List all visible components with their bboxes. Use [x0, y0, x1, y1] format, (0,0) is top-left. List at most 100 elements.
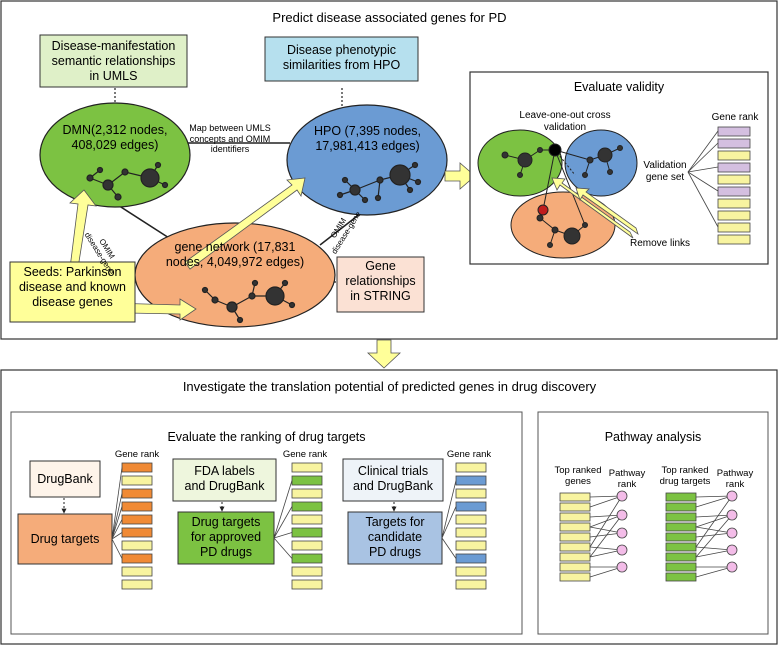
- ranked-bar: [559, 502, 591, 512]
- top-title: Predict disease associated genes for PD: [272, 10, 507, 25]
- pathway-node: [726, 527, 738, 539]
- pathway-link: [695, 546, 733, 551]
- gene-rank-bars-col-1: [111, 462, 153, 590]
- pathway-right-diagram: [665, 490, 738, 582]
- umls-box: [39, 34, 188, 88]
- pathway-link: [695, 495, 733, 548]
- gene-rank-bar: [121, 579, 153, 590]
- evaluate-mini-diagram: [477, 126, 751, 259]
- drug-targets-panel-title: Evaluate the ranking of drug targets: [167, 430, 366, 444]
- gene-rank-bar: [455, 579, 487, 590]
- gene-rank-label-2: Gene rank: [282, 449, 328, 460]
- pathway-link: [695, 566, 733, 578]
- ranked-bar: [665, 562, 697, 572]
- ranked-bar: [559, 562, 591, 572]
- ranked-bar: [559, 492, 591, 502]
- ranked-bar: [665, 532, 697, 542]
- gene-rank-bar: [291, 501, 323, 512]
- pathway-link: [695, 514, 733, 558]
- gene-rank-label-3: Gene rank: [446, 449, 492, 460]
- pathway-link: [695, 526, 733, 534]
- ranked-bar: [665, 572, 697, 582]
- gene-rank-bar: [455, 540, 487, 551]
- ranked-bar: [665, 502, 697, 512]
- gene-rank-bar: [455, 527, 487, 538]
- string-box: [336, 256, 425, 313]
- gene-rank-bar: [291, 579, 323, 590]
- ranked-bar: [559, 542, 591, 552]
- clinical-box: [342, 458, 444, 502]
- target-link: [111, 506, 123, 540]
- gene-rank-bar: [291, 462, 323, 473]
- gene-rank-bar: [291, 514, 323, 525]
- gene-rank-bar: [291, 540, 323, 551]
- gene-rank-bar: [121, 475, 153, 486]
- target-link: [273, 537, 293, 559]
- pathway-node: [726, 509, 738, 521]
- pathway-link: [589, 495, 623, 548]
- gene-rank-bar: [455, 501, 487, 512]
- pathway-link: [695, 549, 733, 558]
- bottom-title: Investigate the translation potential of…: [182, 379, 597, 394]
- arrow-to-evaluate: [444, 162, 476, 190]
- gene-network: [201, 279, 296, 324]
- pathway-link: [589, 549, 623, 558]
- ranked-bar: [559, 572, 591, 582]
- pathway-link: [589, 526, 623, 534]
- pathway-link: [695, 495, 733, 508]
- gene-rank-bar: [455, 475, 487, 486]
- pathway-left-diagram: [559, 490, 628, 582]
- pathway-link: [589, 495, 623, 508]
- target-link: [111, 493, 123, 540]
- remove-links-label: Remove links: [629, 238, 691, 249]
- target-link: [441, 506, 457, 539]
- candidate-targets-box: [347, 511, 443, 565]
- pathway-link: [695, 514, 733, 518]
- target-link: [273, 532, 293, 539]
- gene-rank-bar: [121, 462, 153, 473]
- drugbank-box: [29, 460, 101, 498]
- gene-rank-bars-col-2: [273, 462, 323, 590]
- pathway-link: [695, 532, 733, 538]
- drug-targets-text: Drug targets: [30, 532, 100, 546]
- evaluate-gene-rank: Gene rank: [711, 112, 759, 123]
- gene-rank-bar: [291, 527, 323, 538]
- seeds-box: [9, 261, 136, 323]
- evaluate-title: Evaluate validity: [573, 80, 665, 94]
- dmn-ellipse-text: DMN(2,312 nodes,408,029 edges): [62, 123, 168, 152]
- hpo-network: [336, 161, 422, 204]
- gene-rank-label-1: Gene rank: [114, 449, 160, 460]
- target-link: [111, 532, 123, 540]
- target-link: [441, 480, 457, 539]
- gene-rank-bar: [291, 488, 323, 499]
- target-link: [273, 480, 293, 539]
- hpo-source-box: [264, 36, 419, 82]
- gene-rank-bar: [455, 553, 487, 564]
- arrow-between-panels: [366, 339, 402, 369]
- gene-rank-bar: [455, 488, 487, 499]
- hpo-ellipse-text: HPO (7,395 nodes,17,981,413 edges): [313, 124, 421, 153]
- gene-rank-bar: [121, 488, 153, 499]
- gene-rank-bar: [291, 566, 323, 577]
- gene-rank-bar: [455, 462, 487, 473]
- ranked-bar: [559, 522, 591, 532]
- gene-rank-bar: [291, 553, 323, 564]
- pathway-panel-title: Pathway analysis: [604, 430, 702, 444]
- ranked-bar: [559, 532, 591, 542]
- pathway-link: [589, 514, 623, 558]
- drugbank-text: DrugBank: [37, 472, 93, 486]
- gene-rank-bar: [121, 501, 153, 512]
- pathway-node: [616, 527, 628, 539]
